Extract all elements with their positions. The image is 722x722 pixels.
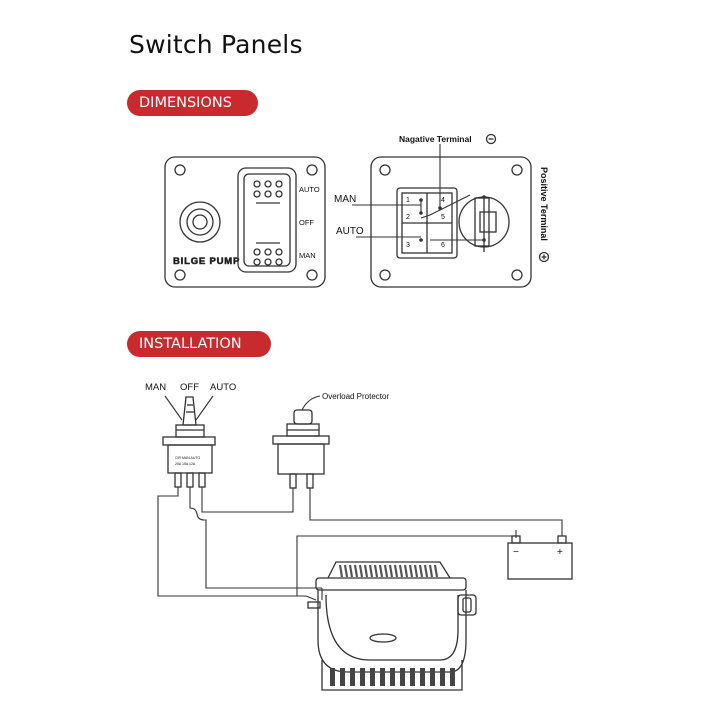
pump-top-rib bbox=[373, 564, 379, 578]
front-switch-panel: BILGE PUMP AUTO OFF MAN bbox=[164, 156, 326, 288]
pump-top-rib bbox=[358, 564, 364, 578]
terminal-block bbox=[396, 187, 458, 259]
pump-top-rib bbox=[353, 564, 359, 578]
strainer-slot bbox=[430, 668, 435, 686]
rear-auto-label: AUTO bbox=[336, 226, 364, 237]
pump-top-rib bbox=[408, 564, 414, 578]
pump-top-rib bbox=[393, 564, 399, 578]
brand-text: BILGE PUMP bbox=[173, 256, 240, 267]
pump-top-rib bbox=[368, 564, 374, 578]
inst-off-label: OFF bbox=[180, 382, 199, 393]
inst-auto-label: AUTO bbox=[210, 382, 236, 393]
rocker-led-dot bbox=[264, 180, 272, 188]
pump-top-rib bbox=[423, 564, 429, 578]
terminal-5: 5 bbox=[441, 214, 445, 221]
strainer-slot bbox=[380, 668, 385, 686]
page-title: Switch Panels bbox=[129, 30, 303, 59]
battery-plus: + bbox=[557, 547, 563, 558]
terminal-3: 3 bbox=[406, 242, 410, 249]
rocker-led-dot bbox=[264, 248, 272, 256]
pump-top-rib bbox=[428, 564, 434, 578]
pump-top-rib bbox=[363, 564, 369, 578]
strainer-slot bbox=[350, 668, 355, 686]
pump-top-rib bbox=[348, 564, 354, 578]
terminal-1: 1 bbox=[406, 197, 410, 204]
breaker-back bbox=[458, 196, 510, 252]
pump-top-rib bbox=[338, 564, 344, 578]
rocker-led-dot bbox=[275, 258, 283, 266]
terminal-4: 4 bbox=[441, 197, 445, 204]
positive-terminal-label: Positive Terminal bbox=[539, 167, 549, 241]
rocker-led-dot bbox=[253, 180, 261, 188]
strainer-slot bbox=[360, 668, 365, 686]
battery: − + bbox=[507, 535, 573, 580]
rocker-led-dot bbox=[275, 190, 283, 198]
pump-top-rib bbox=[378, 564, 384, 578]
strainer-slot bbox=[330, 668, 335, 686]
svg-text:20A 15A 12A: 20A 15A 12A bbox=[175, 462, 196, 466]
rocker-led-dot bbox=[253, 248, 261, 256]
pump-top-rib bbox=[398, 564, 404, 578]
battery-minus: − bbox=[513, 547, 519, 558]
pump-top-rib bbox=[388, 564, 394, 578]
rocker-led-dot bbox=[264, 190, 272, 198]
plus-circle-icon bbox=[538, 251, 550, 263]
installation-section-label: INSTALLATION bbox=[127, 331, 271, 357]
svg-text:CIR MAN AUTO: CIR MAN AUTO bbox=[175, 456, 200, 460]
overload-protector bbox=[272, 409, 330, 489]
pump-top-rib bbox=[343, 564, 349, 578]
rocker-switch bbox=[237, 167, 297, 273]
toggle-switch: CIR MAN AUTO 20A 15A 12A bbox=[162, 396, 216, 488]
rocker-led-dot bbox=[264, 258, 272, 266]
strainer-slot bbox=[410, 668, 415, 686]
dimensions-section-label: DIMENSIONS bbox=[127, 90, 258, 116]
pump-top-rib bbox=[383, 564, 389, 578]
front-auto-label: AUTO bbox=[299, 185, 320, 194]
rocker-led-dot bbox=[253, 258, 261, 266]
rear-switch-panel: 1 2 3 4 5 6 Nagative Terminal bbox=[334, 133, 550, 288]
bilge-pump bbox=[305, 561, 477, 691]
overload-protector-label: Overload Protector bbox=[322, 392, 389, 401]
pump-top-rib bbox=[433, 564, 439, 578]
strainer-slot bbox=[340, 668, 345, 686]
front-man-label: MAN bbox=[299, 251, 316, 260]
pump-top-rib bbox=[403, 564, 409, 578]
strainer-slot bbox=[400, 668, 405, 686]
breaker-knob bbox=[179, 201, 221, 243]
front-off-label: OFF bbox=[299, 218, 314, 227]
pump-top-rib bbox=[413, 564, 419, 578]
strainer-slot bbox=[390, 668, 395, 686]
terminal-2: 2 bbox=[406, 214, 410, 221]
pump-top-rib bbox=[418, 564, 424, 578]
strainer-slot bbox=[450, 668, 455, 686]
negative-terminal-label: Nagative Terminal bbox=[399, 134, 472, 144]
terminal-6: 6 bbox=[441, 242, 445, 249]
rocker-led-dot bbox=[275, 180, 283, 188]
strainer-slot bbox=[440, 668, 445, 686]
rear-man-label: MAN bbox=[334, 194, 356, 205]
rocker-led-dot bbox=[275, 248, 283, 256]
minus-circle-icon bbox=[485, 133, 497, 145]
strainer-slot bbox=[370, 668, 375, 686]
inst-man-label: MAN bbox=[145, 382, 166, 393]
strainer-slot bbox=[420, 668, 425, 686]
rocker-led-dot bbox=[253, 190, 261, 198]
